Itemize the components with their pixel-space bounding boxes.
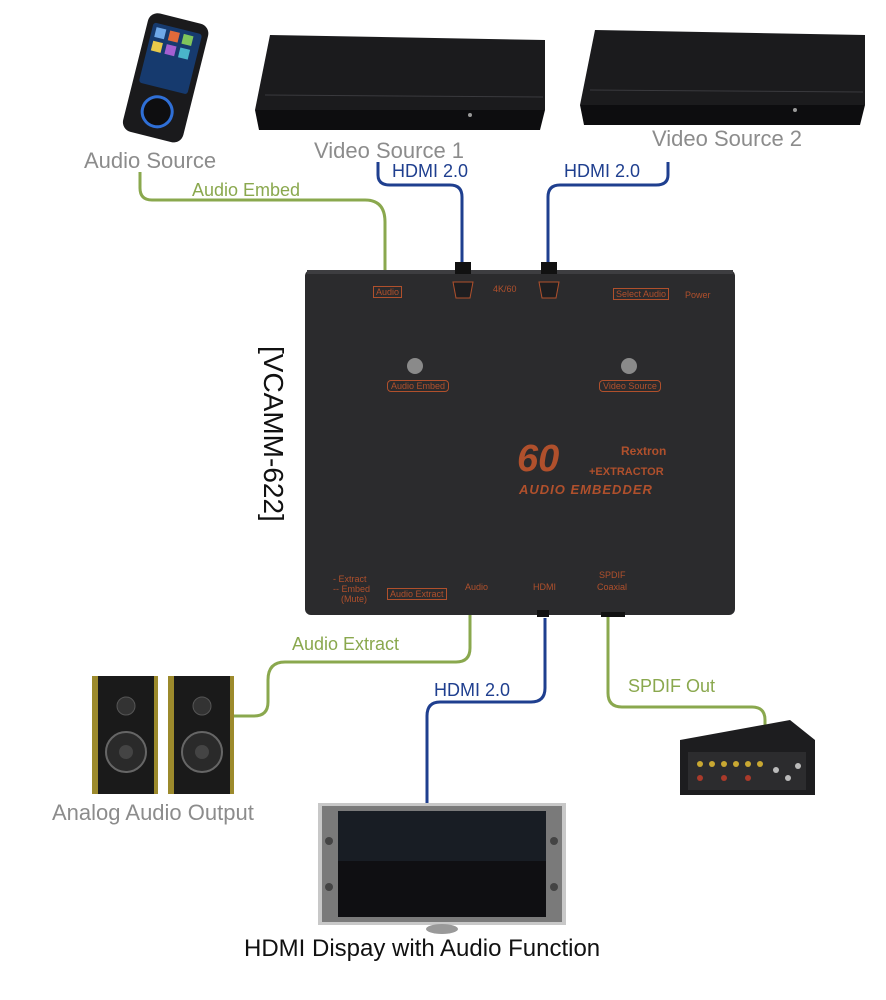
hdmi-out-cable — [425, 618, 547, 805]
bottom-audio-label: Audio — [465, 582, 489, 592]
audio-embed-button-label: Audio Embed — [387, 380, 450, 392]
device-power-label: Power — [685, 290, 711, 300]
bottom-coaxial-label: Coaxial — [597, 582, 628, 592]
device-audio-in-label: Audio — [373, 286, 403, 298]
bottom-hdmi-label: HDMI — [533, 582, 556, 592]
speakers-image — [92, 676, 234, 794]
vcamm-622-device: Audio 4K/60 Select Audio Power Audio Emb… — [305, 262, 735, 617]
device-brand: Rextron — [621, 444, 667, 458]
audio-embed-cable — [138, 172, 387, 270]
legend-mute: (Mute) — [341, 594, 368, 604]
device-select-audio-label: Select Audio — [613, 288, 670, 300]
video-source-1-console — [255, 35, 545, 130]
audio-embed-label: Audio Embed — [192, 180, 301, 200]
hdmi-out-label: HDMI 2.0 — [434, 680, 511, 700]
device-line-2: AUDIO EMBEDDER — [519, 482, 653, 497]
hdmi-in-1-label: HDMI 2.0 — [392, 161, 469, 181]
hdmi-display-image — [318, 803, 566, 934]
device-line-1: +EXTRACTOR — [589, 466, 664, 478]
av-receiver-image — [680, 720, 815, 795]
audio-player-image — [122, 13, 209, 143]
bottom-spdif-label: SPDIF — [599, 570, 626, 580]
video-source-2-console — [580, 30, 865, 125]
video-source-button-label: Video Source — [599, 380, 661, 392]
hdmi-in-2-label: HDMI 2.0 — [564, 161, 641, 181]
display-label: HDMI Dispay with Audio Function — [244, 935, 601, 962]
device-resolution-label: 4K/60 — [493, 284, 517, 294]
audio-extract-switch-label: Audio Extract — [387, 588, 447, 600]
spdif-cable — [606, 615, 767, 735]
audio-source-label: Audio Source — [84, 148, 217, 173]
hdmi-in-1-cable — [376, 162, 464, 262]
spdif-out-label: SPDIF Out — [628, 676, 716, 696]
audio-extract-cable — [232, 615, 472, 718]
legend-embed: -- Embed — [333, 584, 371, 594]
audio-extract-label: Audio Extract — [292, 634, 400, 654]
video-source-2-label: Video Source 2 — [652, 126, 803, 151]
hdmi-in-2-cable — [546, 162, 670, 262]
device-logo-number: 60 — [517, 438, 560, 480]
legend-extract: - Extract — [333, 574, 367, 584]
device-body — [305, 262, 735, 617]
analog-audio-output-label: Analog Audio Output — [52, 800, 254, 825]
video-source-1-label: Video Source 1 — [314, 138, 465, 163]
